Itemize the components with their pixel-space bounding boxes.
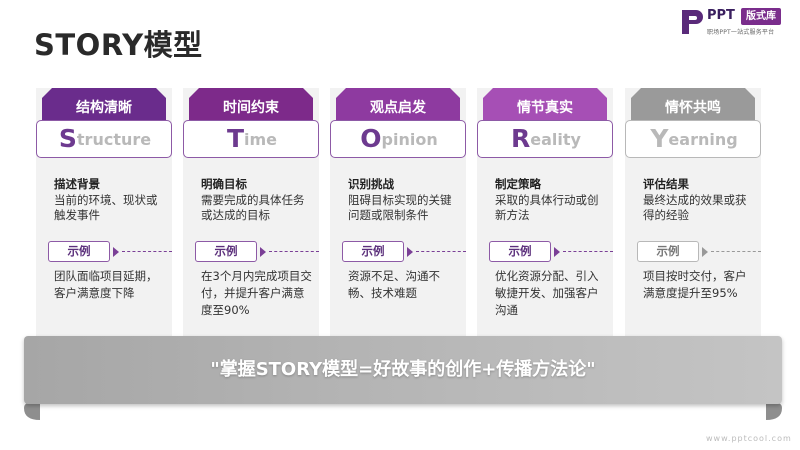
dashed-divider [269, 251, 319, 252]
card-keyword-rest: earning [668, 130, 738, 149]
card-section-title: 描述背景 [54, 177, 100, 191]
card-section-desc: 阻碍目标实现的关键问题或限制条件 [348, 193, 452, 222]
banner-body [24, 336, 782, 404]
card-keyword-box: Structure [36, 120, 172, 158]
card-keyword: Reality [478, 121, 614, 156]
example-row: 示例 [489, 241, 613, 263]
watermark: www.pptcool.com [706, 434, 792, 443]
card-keyword-box: Reality [477, 120, 613, 158]
example-button[interactable]: 示例 [195, 241, 257, 262]
example-button[interactable]: 示例 [489, 241, 551, 262]
card-keyword: Structure [37, 121, 173, 156]
example-text: 团队面临项目延期，客户满意度下降 [54, 269, 158, 300]
brand-logo: PPT 版式库 职场PPT一站式服务平台 [680, 8, 795, 40]
example-button[interactable]: 示例 [342, 241, 404, 262]
card-keyword-box: Yearning [625, 120, 761, 158]
example-row: 示例 [637, 241, 761, 263]
logo-badge: 版式库 [741, 8, 781, 25]
example-text: 资源不足、沟通不畅、技术难题 [348, 269, 440, 300]
card-tab-label: 情怀共鸣 [665, 100, 721, 116]
card-tab: 情怀共鸣 [631, 88, 755, 124]
card-tab-label: 观点启发 [370, 100, 426, 116]
card-keyword-letter: R [511, 124, 531, 153]
card-keyword: Opinion [331, 121, 467, 156]
card-keyword-box: Time [183, 120, 319, 158]
example-text: 优化资源分配、引入敏捷开发、加强客户沟通 [495, 269, 599, 317]
card-section-title: 明确目标 [201, 177, 247, 191]
example-button[interactable]: 示例 [48, 241, 110, 262]
dashed-divider [122, 251, 172, 252]
logo-name: PPT [707, 8, 735, 23]
card-section-title: 评估结果 [643, 177, 689, 191]
card-section-title: 识别挑战 [348, 177, 394, 191]
arrow-right-icon [702, 247, 708, 257]
dashed-divider [563, 251, 613, 252]
arrow-right-icon [554, 247, 560, 257]
logo-tagline: 职场PPT一站式服务平台 [707, 29, 775, 36]
card-keyword: Time [184, 121, 320, 156]
card-tab-label: 情节真实 [517, 100, 573, 116]
example-button[interactable]: 示例 [637, 241, 699, 262]
card-keyword-letter: S [58, 124, 77, 153]
card-section-title: 制定策略 [495, 177, 541, 191]
example-text: 项目按时交付，客户满意度提升至95% [643, 269, 747, 300]
card-section-desc: 采取的具体行动或创新方法 [495, 193, 599, 222]
example-row: 示例 [195, 241, 319, 263]
page-title: STORY模型 [34, 28, 203, 62]
example-row: 示例 [342, 241, 466, 263]
card-keyword-rest: ime [244, 130, 278, 149]
card-tab-label: 时间约束 [223, 100, 279, 116]
card-section-desc: 需要完成的具体任务或达成的目标 [201, 193, 305, 222]
dashed-divider [416, 251, 466, 252]
card-keyword-box: Opinion [330, 120, 466, 158]
banner-curl-left [24, 396, 40, 420]
card-keyword-letter: T [226, 124, 245, 153]
card-tab: 观点启发 [336, 88, 460, 124]
logo-mark-icon [682, 10, 703, 34]
summary-banner: "掌握STORY模型=好故事的创作+传播方法论" [24, 336, 782, 424]
banner-curl-right [766, 396, 782, 420]
card-keyword-rest: pinion [381, 130, 438, 149]
card-keyword-rest: eality [530, 130, 581, 149]
card-tab: 情节真实 [483, 88, 607, 124]
example-row: 示例 [48, 241, 172, 263]
card-section-desc: 最终达成的效果或获得的经验 [643, 193, 747, 222]
card-tab: 结构清晰 [42, 88, 166, 124]
arrow-right-icon [407, 247, 413, 257]
arrow-right-icon [113, 247, 119, 257]
banner-text: "掌握STORY模型=好故事的创作+传播方法论" [210, 359, 596, 380]
dashed-divider [711, 251, 761, 252]
card-keyword-letter: Y [650, 124, 669, 153]
card-keyword-rest: tructure [76, 130, 152, 149]
card-tab: 时间约束 [189, 88, 313, 124]
card-keyword-letter: O [360, 124, 382, 153]
card-tab-label: 结构清晰 [76, 100, 132, 116]
card-section-desc: 当前的环境、现状或触发事件 [54, 193, 158, 222]
card-keyword: Yearning [626, 121, 762, 156]
arrow-right-icon [260, 247, 266, 257]
example-text: 在3个月内完成项目交付，并提升客户满意度至90% [201, 269, 312, 317]
